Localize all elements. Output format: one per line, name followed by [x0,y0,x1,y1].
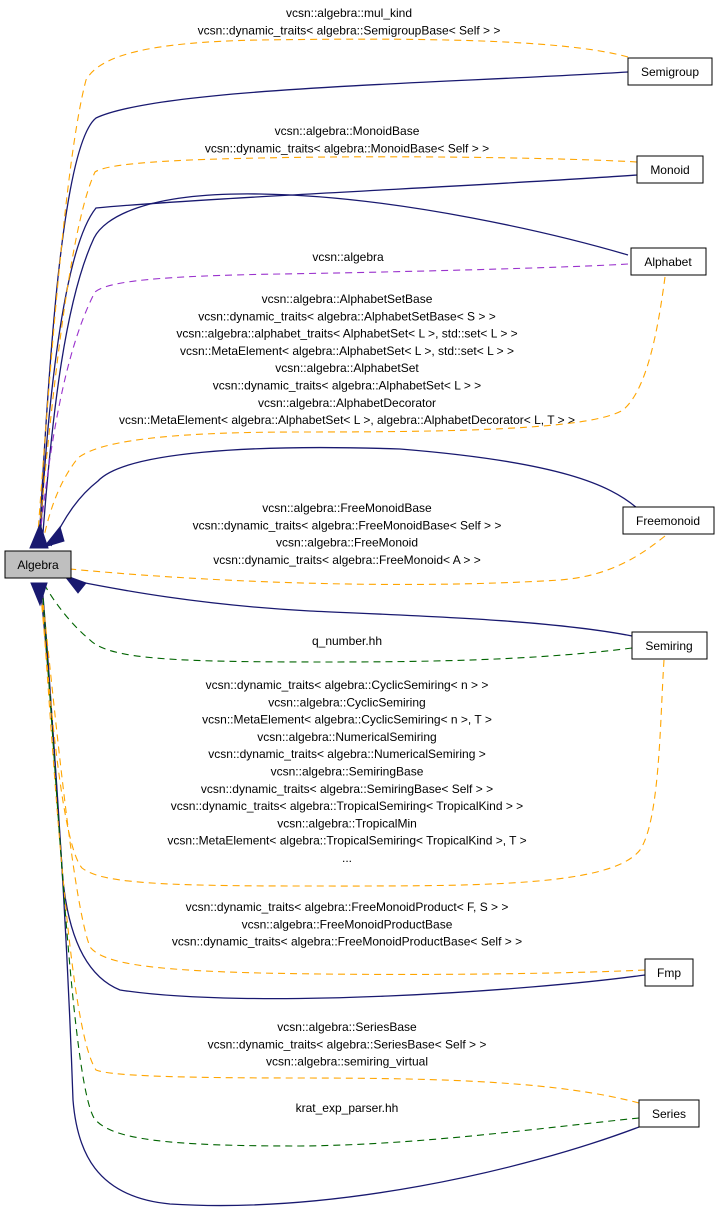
label-series-line: vcsn::algebra::SeriesBase [277,1020,417,1034]
label-alphabet-line: vcsn::algebra::AlphabetSetBase [262,292,433,306]
label-semiring-line: ... [342,851,352,865]
edge-semiring-include [43,583,633,663]
label-fmp-line: vcsn::algebra::FreeMonoidProductBase [242,917,453,931]
node-semigroup[interactable]: Semigroup [627,57,713,86]
node-freemonoid-box [622,506,715,535]
label-alphabet-line: vcsn::algebra::AlphabetDecorator [258,396,436,410]
nodes: Algebra Semigroup Monoid Alphabet Freemo… [4,57,715,1128]
node-semiring-box [631,631,708,660]
edge-fmp-template [40,583,646,975]
node-monoid[interactable]: Monoid [636,155,704,184]
node-semiring-label: Semiring [645,639,692,653]
label-semigroup-line: vcsn::algebra::mul_kind [286,6,412,20]
label-freemonoid-line: vcsn::algebra::FreeMonoid [276,536,418,550]
label-semiring-file: q_number.hh [312,634,382,648]
edges [29,38,666,1207]
node-monoid-box [636,155,704,184]
edge-semigroup-template [36,38,629,547]
label-alphabet-namespace-line: vcsn::algebra [312,250,384,264]
label-semiring-line: vcsn::MetaElement< algebra::TropicalSemi… [167,834,526,848]
node-fmp[interactable]: Fmp [644,958,694,987]
label-series-line: vcsn::dynamic_traits< algebra::SeriesBas… [208,1037,487,1051]
edge-alphabet-inherit [41,193,629,547]
label-freemonoid-line: vcsn::algebra::FreeMonoidBase [262,501,432,515]
node-series-label: Series [652,1107,686,1121]
edge-series-include [41,583,640,1147]
label-semigroup-line: vcsn::dynamic_traits< algebra::Semigroup… [198,23,501,37]
label-series-line: vcsn::algebra::semiring_virtual [266,1055,428,1069]
label-monoid-line: vcsn::algebra::MonoidBase [275,124,420,138]
node-semigroup-box [627,57,713,86]
label-semiring: vcsn::dynamic_traits< algebra::CyclicSem… [167,678,526,865]
label-semiring-line: vcsn::dynamic_traits< algebra::CyclicSem… [206,678,489,692]
arrowhead-bottom [30,582,48,607]
label-semiring-line: vcsn::dynamic_traits< algebra::SemiringB… [201,782,493,796]
node-alphabet[interactable]: Alphabet [630,247,707,276]
label-semiring-file-line: q_number.hh [312,634,382,648]
node-series[interactable]: Series [638,1099,700,1128]
node-freemonoid[interactable]: Freemonoid [622,506,715,535]
node-semiring[interactable]: Semiring [631,631,708,660]
label-semiring-line: vcsn::MetaElement< algebra::CyclicSemiri… [202,713,492,727]
edge-freemonoid-inherit [50,446,638,547]
label-freemonoid-line: vcsn::dynamic_traits< algebra::FreeMonoi… [193,518,502,532]
label-semiring-line: vcsn::dynamic_traits< algebra::Numerical… [208,747,485,761]
node-alphabet-label: Alphabet [644,255,692,269]
edge-semiring-inherit [69,579,633,637]
label-freemonoid-line: vcsn::dynamic_traits< algebra::FreeMonoi… [213,553,480,567]
edge-monoid-template [37,156,638,547]
label-alphabet-line: vcsn::algebra::AlphabetSet [275,361,419,375]
label-semiring-line: vcsn::algebra::TropicalMin [277,816,417,830]
node-fmp-label: Fmp [657,966,681,980]
arrowhead-top [29,522,49,549]
node-semigroup-label: Semigroup [641,65,699,79]
label-alphabet-line: vcsn::MetaElement< algebra::AlphabetSet<… [119,413,575,427]
node-series-box [638,1099,700,1128]
edge-semiring-template [39,583,665,887]
label-alphabet-line: vcsn::algebra::alphabet_traits< Alphabet… [176,327,517,341]
label-series-file: krat_exp_parser.hh [296,1101,399,1115]
label-fmp-line: vcsn::dynamic_traits< algebra::FreeMonoi… [172,935,522,949]
label-series-file-line: krat_exp_parser.hh [296,1101,399,1115]
label-fmp: vcsn::dynamic_traits< algebra::FreeMonoi… [172,900,522,949]
edge-series-inherit [39,583,640,1207]
label-alphabet-line: vcsn::MetaElement< algebra::AlphabetSet<… [180,344,514,358]
edge-freemonoid-template [59,535,666,586]
label-monoid-line: vcsn::dynamic_traits< algebra::MonoidBas… [205,141,489,155]
label-semiring-line: vcsn::algebra::CyclicSemiring [268,695,425,709]
node-algebra-box [4,550,72,579]
arrowhead-right [62,573,87,594]
node-alphabet-box [630,247,707,276]
edge-semigroup-inherit [38,71,629,547]
label-alphabet-line: vcsn::dynamic_traits< algebra::AlphabetS… [198,309,496,323]
label-semiring-line: vcsn::algebra::NumericalSemiring [257,730,436,744]
label-fmp-line: vcsn::dynamic_traits< algebra::FreeMonoi… [186,900,509,914]
node-algebra[interactable]: Algebra [4,550,72,579]
edge-alphabet-template [41,276,666,547]
node-monoid-label: Monoid [650,163,689,177]
label-semiring-line: vcsn::algebra::SemiringBase [271,765,424,779]
label-semiring-line: vcsn::dynamic_traits< algebra::TropicalS… [171,799,523,813]
node-fmp-box [644,958,694,987]
arrowhead-top-right [42,525,65,548]
node-algebra-label: Algebra [17,558,59,572]
edge-monoid-inherit [39,174,638,547]
node-freemonoid-label: Freemonoid [636,514,700,528]
label-alphabet-namespace: vcsn::algebra [312,250,384,264]
label-alphabet-line: vcsn::dynamic_traits< algebra::AlphabetS… [213,379,481,393]
edge-alphabet-namespace [38,263,629,547]
